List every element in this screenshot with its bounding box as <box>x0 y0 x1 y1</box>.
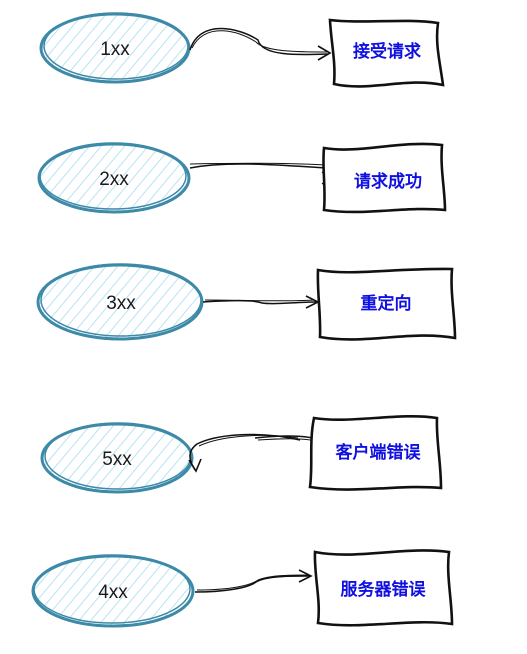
arrow-3xx <box>202 295 320 309</box>
code-ellipse-3xx: 3xx <box>36 263 204 341</box>
code-label: 1xx <box>100 39 130 60</box>
code-ellipse-4xx: 4xx <box>31 554 195 628</box>
meaning-box-4xx: 服务器错误 <box>313 549 454 627</box>
row-4xx: 4xx 服务器错误 <box>31 549 454 628</box>
meaning-label: 服务器错误 <box>341 579 427 600</box>
code-ellipse-1xx: 1xx <box>39 12 191 84</box>
meaning-box-3xx: 重定向 <box>316 267 457 341</box>
row-2xx: 2xx 请求成功 <box>37 142 447 214</box>
arrow-2xx <box>189 162 332 185</box>
row-3xx: 3xx 重定向 <box>36 263 457 341</box>
meaning-label: 重定向 <box>361 293 412 314</box>
meaning-label: 客户端错误 <box>335 442 422 463</box>
meaning-box-5xx: 客户端错误 <box>308 415 443 491</box>
row-5xx: 5xx 客户端错误 <box>40 415 443 494</box>
code-ellipse-5xx: 5xx <box>40 422 194 494</box>
meaning-label: 接受请求 <box>353 41 421 62</box>
code-ellipse-2xx: 2xx <box>37 142 191 214</box>
code-label: 3xx <box>106 293 136 314</box>
arrow-4xx <box>194 569 313 593</box>
code-label: 4xx <box>98 582 128 603</box>
row-1xx: 1xx 接受请求 <box>39 12 445 88</box>
meaning-box-2xx: 请求成功 <box>322 142 447 214</box>
code-label: 2xx <box>99 169 129 190</box>
arrow-1xx <box>189 27 332 61</box>
arrow-5xx <box>188 433 324 473</box>
meaning-box-1xx: 接受请求 <box>328 18 445 88</box>
code-label: 5xx <box>102 449 132 470</box>
meaning-label: 请求成功 <box>354 171 422 192</box>
